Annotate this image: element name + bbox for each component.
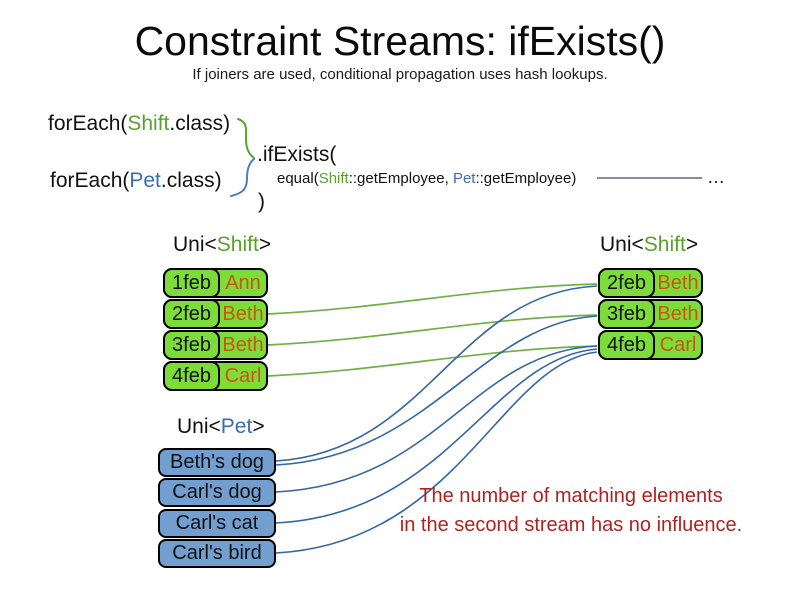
pet-class-token: Pet bbox=[452, 170, 476, 187]
table-row: 3feb Beth bbox=[163, 330, 268, 360]
label-text: Uni< bbox=[173, 233, 217, 256]
match-line-beths-dog-3feb bbox=[275, 315, 598, 466]
match-line-left2feb-right2feb bbox=[267, 283, 598, 315]
code-foreach-pet: forEach(Pet.class) bbox=[50, 169, 222, 193]
shift-class-token: Shift bbox=[318, 170, 349, 187]
code-close-paren: ) bbox=[258, 190, 265, 213]
brace-top-green bbox=[237, 118, 255, 159]
employee-cell: Carl bbox=[224, 364, 262, 387]
ellipsis-text: … bbox=[707, 167, 725, 187]
date-cell: 2feb bbox=[163, 299, 220, 329]
label-text: > bbox=[252, 415, 265, 438]
page-title: Constraint Streams: ifExists() bbox=[134, 18, 666, 64]
code-text: forEach( bbox=[48, 112, 128, 135]
label-text: > bbox=[685, 233, 699, 256]
table-row: 2feb Beth bbox=[598, 268, 703, 298]
employee-cell: Beth bbox=[657, 302, 699, 325]
code-ifexists: .ifExists( bbox=[257, 143, 337, 166]
table-row: 4feb Carl bbox=[163, 361, 268, 391]
code-text: ::getEmployee) bbox=[475, 170, 577, 187]
table-row: 1feb Ann bbox=[163, 268, 268, 298]
pet-class-token: Pet bbox=[129, 169, 161, 192]
employee-cell: Ann bbox=[225, 271, 261, 294]
list-item: Carl's dog bbox=[158, 478, 276, 507]
list-item: Carl's cat bbox=[158, 509, 276, 538]
date-cell: 3feb bbox=[598, 299, 655, 329]
label-text: Uni< bbox=[600, 233, 644, 256]
date-cell: 2feb bbox=[598, 268, 655, 298]
date-cell: 3feb bbox=[163, 330, 220, 360]
shift-class-token: Shift bbox=[127, 112, 170, 135]
brace-bottom-blue bbox=[230, 158, 255, 197]
employee-cell: Carl bbox=[659, 333, 697, 356]
left-uni-shift-label: Uni<Shift> bbox=[173, 233, 271, 257]
employee-cell: Beth bbox=[222, 333, 264, 356]
label-text: > bbox=[258, 233, 272, 256]
list-item: Beth's dog bbox=[158, 448, 276, 477]
code-text: forEach( bbox=[50, 169, 130, 192]
code-equal-joiner: equal(Shift::getEmployee, Pet::getEmploy… bbox=[277, 170, 576, 187]
table-row: 4feb Carl bbox=[598, 330, 703, 360]
table-row: 3feb Beth bbox=[598, 299, 703, 329]
pet-type-token: Pet bbox=[220, 415, 253, 438]
note-line-1: The number of matching elements bbox=[419, 485, 723, 507]
code-text: equal( bbox=[277, 170, 319, 187]
shift-type-token: Shift bbox=[216, 233, 259, 256]
note-line-2: in the second stream has no influence. bbox=[399, 514, 743, 536]
right-uni-shift-label: Uni<Shift> bbox=[600, 233, 698, 257]
uni-pet-label: Uni<Pet> bbox=[177, 415, 265, 439]
match-line-carls-dog-4feb bbox=[275, 345, 598, 493]
page-subtitle: If joiners are used, conditional propaga… bbox=[192, 66, 608, 83]
label-text: Uni< bbox=[177, 415, 221, 438]
note-text: The number of matching elements in the s… bbox=[383, 482, 759, 540]
list-item: Carl's bird bbox=[158, 539, 276, 568]
employee-cell: Beth bbox=[222, 302, 264, 325]
match-line-left4feb-right4feb bbox=[267, 345, 598, 377]
code-foreach-shift: forEach(Shift.class) bbox=[48, 112, 230, 136]
shift-type-token: Shift bbox=[643, 233, 686, 256]
date-cell: 1feb bbox=[163, 268, 220, 298]
date-cell: 4feb bbox=[163, 361, 220, 391]
employee-cell: Beth bbox=[657, 271, 699, 294]
match-line-beths-dog-2feb bbox=[275, 285, 598, 462]
code-text: .class) bbox=[169, 112, 231, 135]
code-text: .class) bbox=[160, 169, 222, 192]
date-cell: 4feb bbox=[598, 330, 655, 360]
code-text: ::getEmployee, bbox=[348, 170, 453, 187]
table-row: 2feb Beth bbox=[163, 299, 268, 329]
match-line-left3feb-right3feb bbox=[267, 314, 598, 346]
